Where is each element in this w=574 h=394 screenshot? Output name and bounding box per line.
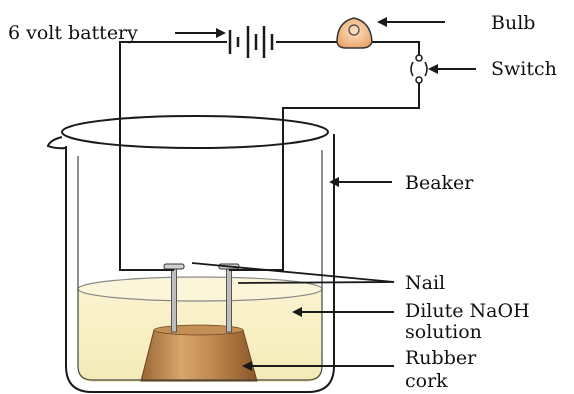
cork-label-line1: Rubber bbox=[405, 347, 477, 369]
rubber-cork bbox=[140, 329, 258, 382]
beaker bbox=[46, 115, 335, 393]
label-arrows bbox=[175, 17, 476, 371]
nail-label: Nail bbox=[405, 272, 445, 294]
bulb-label: Bulb bbox=[491, 12, 535, 34]
battery-label: 6 volt battery bbox=[8, 22, 138, 44]
switch-symbol bbox=[410, 54, 428, 84]
beaker-label: Beaker bbox=[405, 172, 474, 194]
solution-label-line1: Dilute NaOH bbox=[405, 300, 530, 322]
bulb-icon bbox=[336, 17, 373, 49]
circuit-wires bbox=[119, 41, 420, 271]
switch-label: Switch bbox=[491, 58, 557, 80]
cork-label-line2: cork bbox=[405, 370, 448, 392]
nail-left bbox=[163, 263, 185, 333]
solution-label-line2: solution bbox=[405, 321, 482, 343]
battery-symbol bbox=[228, 26, 274, 58]
solution-surface bbox=[77, 276, 323, 302]
